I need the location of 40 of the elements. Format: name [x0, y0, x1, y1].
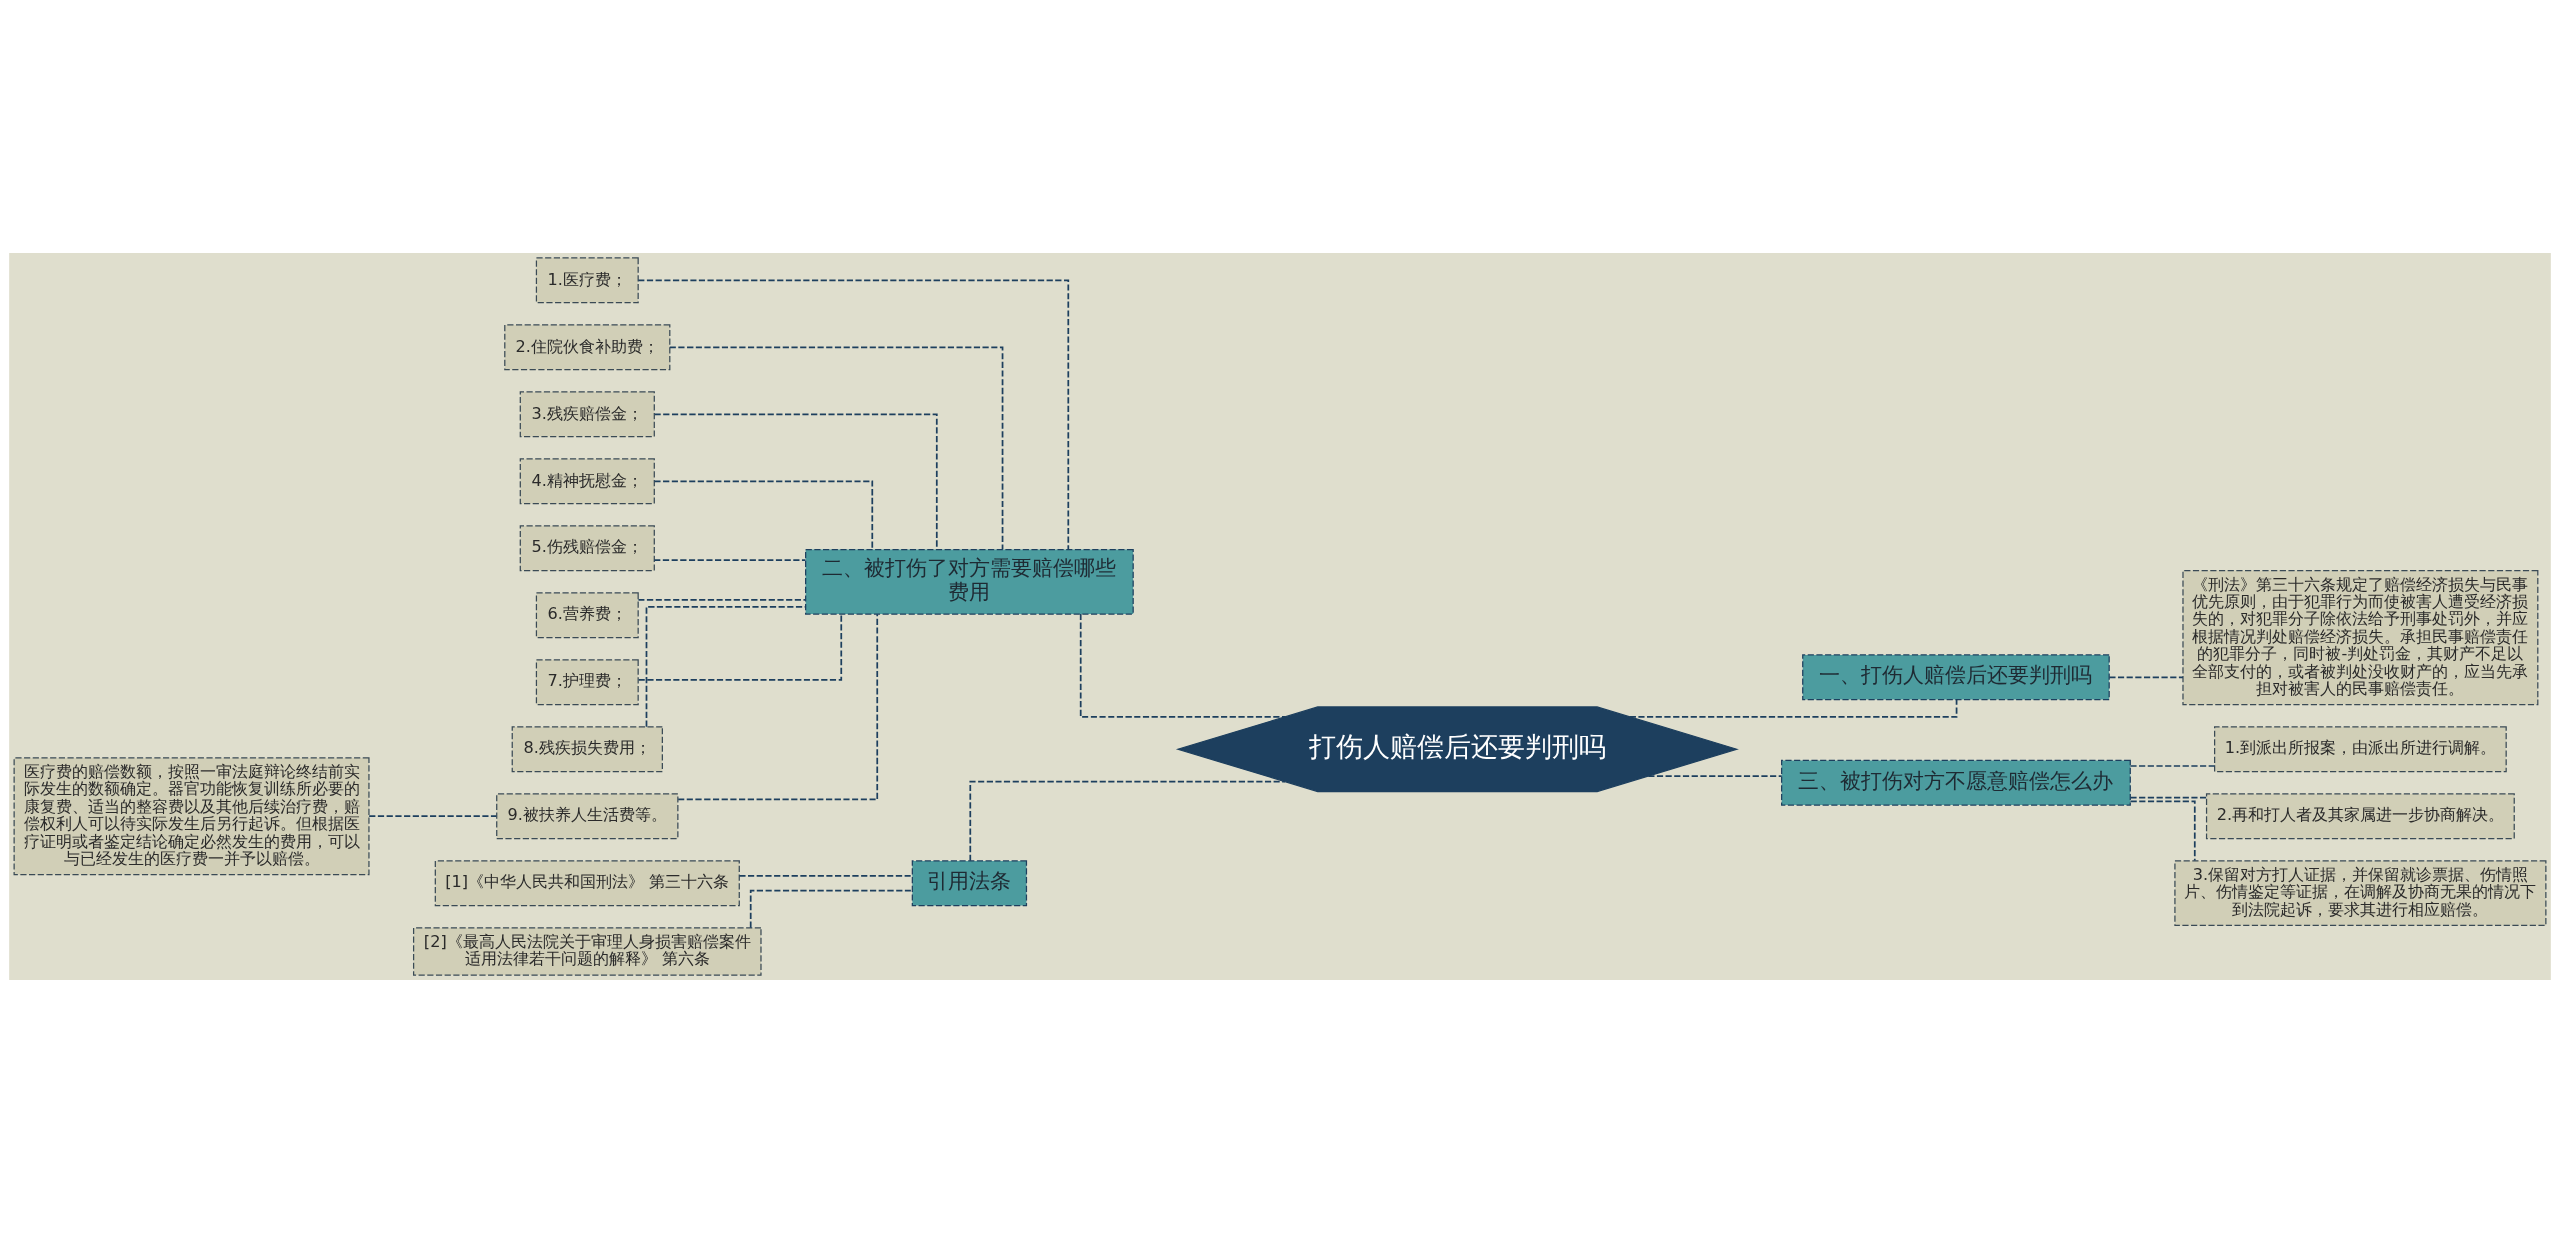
- node-box: 7.护理费；: [535, 659, 639, 706]
- node-box: 3.残疾赔偿金；: [519, 391, 655, 438]
- node-box: 二、被打伤了对方需要赔偿哪些费用: [805, 548, 1134, 615]
- connector: [668, 346, 1004, 551]
- connector: [1079, 613, 1286, 718]
- connector: [2129, 800, 2196, 862]
- node-box: 2.再和打人者及其家属进一步协商解决。: [2205, 793, 2515, 840]
- node-box: 8.残疾损失费用；: [511, 726, 663, 773]
- node-box: 医疗费的赔偿数额，按照一审法庭辩论终结前实际发生的数额确定。器官功能恢复训练所必要的康复费、适当的整容费以及其他后续治疗费，赔偿权利人可以待实际发生后另行起诉。但根据医疗证明或者鉴定结论确定必然发生的费用，可以与已经发生的医疗费一并予以赔偿。: [13, 757, 370, 876]
- connector: [2108, 676, 2184, 679]
- connector: [637, 599, 807, 601]
- node-box: 3.保留对方打人证据，并保留就诊票据、伤情照片、伤情鉴定等证据，在调解及协商无果的情况下到法院起诉，要求其进行相应赔偿。: [2174, 860, 2547, 927]
- connector: [637, 613, 843, 681]
- connector: [368, 815, 498, 818]
- connector: [645, 606, 807, 728]
- node-box: 1.到派出所报案，由派出所进行调解。: [2214, 726, 2507, 773]
- connector: [2129, 765, 2216, 767]
- connector: [653, 559, 807, 561]
- node-box: [1]《中华人民共和国刑法》 第三十六条: [434, 860, 740, 907]
- node-box: [2]《最高人民法院关于审理人身损害赔偿案件适用法律若干问题的解释》 第六条: [413, 927, 762, 976]
- node-box: 1.医疗费；: [535, 257, 639, 304]
- connector: [653, 413, 938, 551]
- node-box: 5.伤残赔偿金；: [519, 525, 655, 572]
- node-box: 三、被打伤对方不愿意赔偿怎么办: [1781, 759, 2131, 806]
- node-box: 4.精神抚慰金；: [519, 458, 655, 505]
- connector: [1647, 775, 1783, 777]
- connector: [969, 780, 1286, 862]
- connector: [653, 480, 874, 551]
- connector: [677, 613, 879, 801]
- node-box: 6.营养费；: [535, 592, 639, 639]
- connector: [2129, 796, 2208, 799]
- node-box: 一、打伤人赔偿后还要判刑吗: [1802, 654, 2110, 701]
- node-box: 引用法条: [911, 860, 1028, 907]
- connector: [738, 874, 914, 877]
- connector: [749, 889, 913, 929]
- connector: [637, 279, 1070, 551]
- node-box: 9.被扶养人生活费等。: [496, 793, 679, 840]
- node-box: 2.住院伙食补助费；: [504, 324, 671, 371]
- node-box: 《刑法》第三十六条规定了赔偿经济损失与民事优先原则，由于犯罪行为而使被害人遭受经济损失的，对犯罪分子除依法给予刑事处罚外，并应根据情况判处赔偿经济损失。承担民事赔偿责任的犯罪分子，同时被-判处罚金，其财产不足以全部支付的，或者被判处没收财产的，应当先承担对被害人的民事赔偿责任。: [2182, 570, 2539, 706]
- connector: [1629, 698, 1958, 718]
